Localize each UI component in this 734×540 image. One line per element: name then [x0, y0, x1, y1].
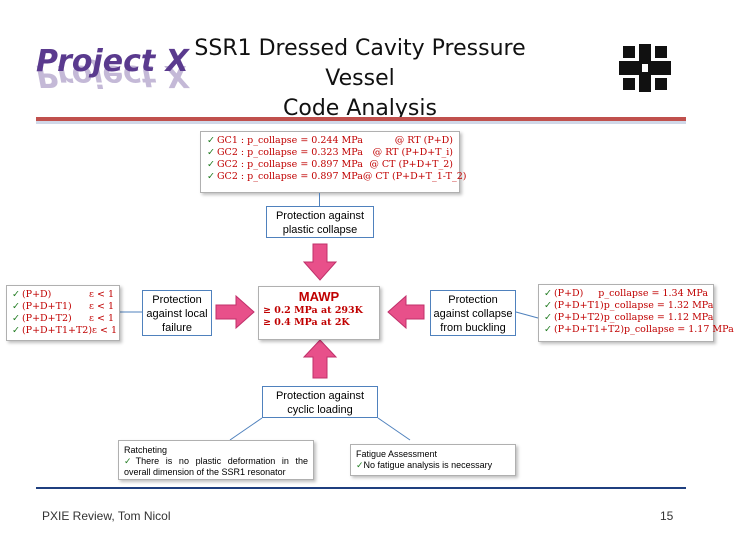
cyclic-loading-box: Protection against cyclic loading: [262, 386, 378, 418]
title-line-2: Code Analysis: [283, 96, 437, 121]
check-icon: ✓: [124, 456, 136, 466]
check-icon: ✓: [12, 301, 20, 312]
mawp-box: MAWP ≥ 0.2 MPa at 293K ≥ 0.4 MPa at 2K: [258, 286, 380, 340]
title-line-1: SSR1 Dressed Cavity Pressure Vessel: [194, 36, 526, 91]
result-row: ✓(P+D)p_collapse = 1.34 MPa: [544, 288, 708, 299]
check-icon: ✓: [544, 324, 552, 335]
footer-left: PXIE Review, Tom Nicol: [42, 509, 171, 523]
plastic-collapse-results: ✓GC1 : p_collapse = 0.244 MPa@ RT (P+D) …: [200, 131, 467, 193]
fatigue-text-row: ✓No fatigue analysis is necessary: [356, 460, 493, 470]
arrow-up: [302, 339, 338, 379]
footer-rule: [36, 487, 686, 489]
ratcheting-text-row: ✓There is no plastic deformation in the …: [124, 456, 308, 477]
result-row: ✓(P+D)ε < 1: [12, 289, 114, 300]
ratcheting-note: Ratcheting ✓There is no plastic deformat…: [118, 440, 314, 480]
check-icon: ✓: [544, 300, 552, 311]
fermilab-logo-icon: [619, 44, 671, 92]
result-row: ✓(P+D+T1)p_collapse = 1.32 MPa: [544, 300, 714, 311]
check-icon: ✓: [207, 159, 215, 170]
result-row: ✓GC2 : p_collapse = 0.897 MPa@ CT (P+D+T…: [207, 171, 467, 182]
buckling-results: ✓(P+D)p_collapse = 1.34 MPa ✓(P+D+T1)p_c…: [538, 284, 734, 342]
arrow-left: [387, 294, 425, 330]
check-icon: ✓: [356, 460, 364, 470]
check-icon: ✓: [544, 312, 552, 323]
buckling-box: Protection against collapse from bucklin…: [430, 290, 516, 336]
ratcheting-heading: Ratcheting: [124, 445, 168, 455]
check-icon: ✓: [12, 325, 20, 336]
plastic-collapse-box: Protection against plastic collapse: [266, 206, 374, 238]
connector-fatigue: [377, 417, 411, 441]
connector-line: [319, 193, 320, 207]
result-row: ✓GC2 : p_collapse = 0.897 MPa@ CT (P+D+T…: [207, 159, 453, 170]
check-icon: ✓: [207, 171, 215, 182]
result-row: ✓(P+D+T2)ε < 1: [12, 313, 114, 324]
result-row: ✓(P+D+T1+T2)p_collapse = 1.17 MPa: [544, 324, 734, 335]
result-row: ✓(P+D+T1+T2)ε < 1: [12, 325, 117, 336]
arrow-right: [215, 294, 255, 330]
local-failure-results: ✓(P+D)ε < 1 ✓(P+D+T1)ε < 1 ✓(P+D+T2)ε < …: [6, 285, 120, 341]
mawp-line-1: ≥ 0.2 MPa at 293K: [263, 305, 363, 316]
connector-buckling: [515, 311, 539, 319]
check-icon: ✓: [12, 313, 20, 324]
connector-ratcheting: [229, 417, 263, 441]
slide-title: SSR1 Dressed Cavity Pressure Vessel Code…: [170, 34, 550, 124]
check-icon: ✓: [207, 147, 215, 158]
mawp-line-2: ≥ 0.4 MPa at 2K: [263, 317, 350, 328]
result-row: ✓GC2 : p_collapse = 0.323 MPa@ RT (P+D+T…: [207, 147, 453, 158]
fatigue-heading: Fatigue Assessment: [356, 449, 438, 459]
local-failure-box: Protection against local failure: [142, 290, 212, 336]
mawp-title: MAWP: [298, 289, 340, 304]
page-number: 15: [660, 509, 674, 523]
check-icon: ✓: [207, 135, 215, 146]
result-row: ✓(P+D+T2)p_collapse = 1.12 MPa: [544, 312, 714, 323]
fatigue-note: Fatigue Assessment ✓No fatigue analysis …: [350, 444, 516, 476]
check-icon: ✓: [12, 289, 20, 300]
arrow-down: [302, 243, 338, 281]
check-icon: ✓: [544, 288, 552, 299]
header-rule-shadow: [36, 121, 686, 124]
project-x-logo: Project X: [36, 44, 189, 79]
result-row: ✓(P+D+T1)ε < 1: [12, 301, 114, 312]
header-rule: [36, 117, 686, 121]
result-row: ✓GC1 : p_collapse = 0.244 MPa@ RT (P+D): [207, 135, 453, 146]
